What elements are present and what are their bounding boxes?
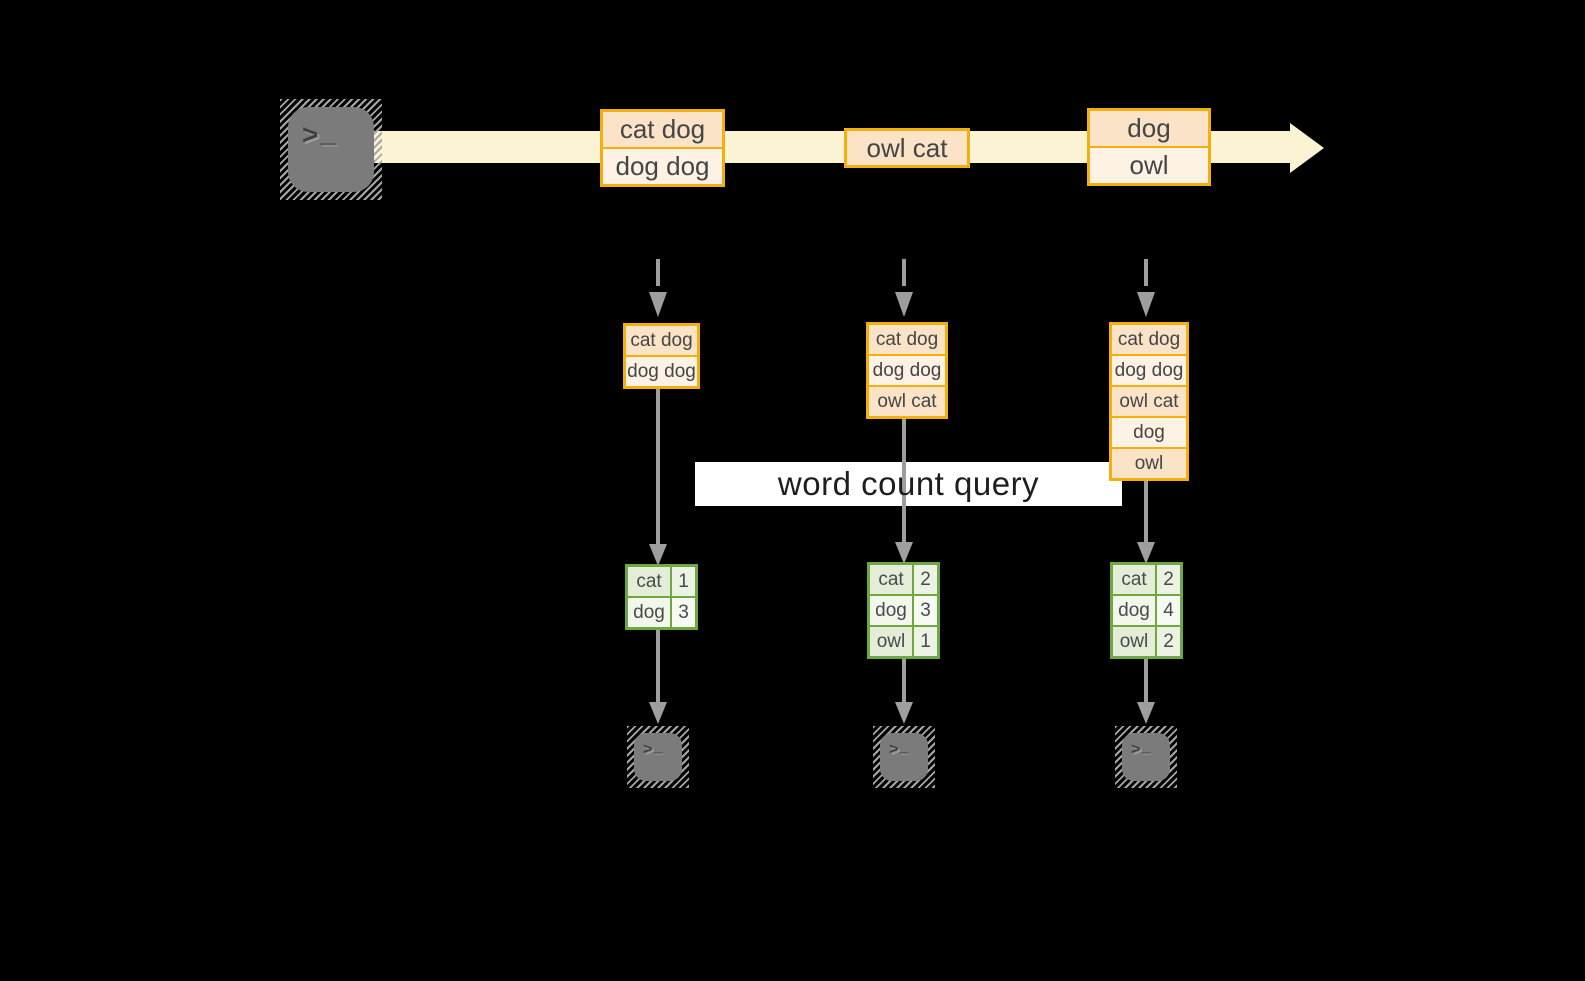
output-terminal-icon-1: >_ — [627, 726, 689, 788]
state-cell: dog dog — [1112, 356, 1186, 385]
word-cell: dog — [870, 596, 912, 625]
word-cell: dog — [1113, 596, 1155, 625]
query-label: word count query — [777, 465, 1040, 502]
count-cell: 4 — [1157, 596, 1180, 625]
state-buffer-stack-1: cat dog dog dog — [623, 323, 700, 389]
stream-record-cell: dog — [1090, 111, 1208, 146]
terminal-prompt-icon: >_ — [1131, 738, 1152, 758]
word-cell: dog — [628, 598, 670, 627]
word-cell: cat — [870, 565, 912, 594]
prompt-underscore: _ — [320, 116, 338, 147]
stream-record-box-1: cat dog dog dog — [600, 109, 725, 187]
terminal-screen: >_ — [288, 107, 374, 192]
word-count-table-1: cat 1 dog 3 — [625, 564, 698, 630]
word-count-table-2: cat 2 dog 3 owl 1 — [867, 562, 940, 659]
result-arrow-segment — [656, 630, 660, 702]
prompt-underscore: _ — [899, 738, 910, 755]
terminal-screen: >_ — [880, 733, 928, 781]
stream-record-cell: owl — [1090, 148, 1208, 183]
stream-record-cell: owl cat — [847, 131, 967, 165]
count-cell: 1 — [672, 567, 695, 596]
source-terminal-icon: >_ — [280, 99, 382, 200]
query-arrow-segment — [656, 389, 660, 544]
dashed-ingest-arrow-segment — [656, 259, 660, 286]
stream-record-cell: cat dog — [603, 112, 722, 147]
arrowhead-down-icon — [895, 702, 913, 724]
count-cell: 1 — [914, 627, 937, 656]
dashed-ingest-arrow-segment — [902, 259, 906, 286]
state-buffer-stack-3: cat dog dog dog owl cat dog owl — [1109, 322, 1189, 481]
stream-record-cell: dog dog — [603, 149, 722, 184]
prompt-underscore: _ — [653, 738, 664, 755]
result-arrow-segment — [1144, 659, 1148, 702]
arrowhead-down-icon — [1137, 702, 1155, 724]
state-cell: owl cat — [1112, 387, 1186, 416]
state-cell: owl — [1112, 449, 1186, 478]
arrowhead-down-icon — [649, 544, 667, 566]
terminal-prompt-icon: >_ — [643, 738, 664, 758]
word-cell: cat — [628, 567, 670, 596]
query-arrow-segment — [902, 419, 906, 542]
arrowhead-down-icon — [1137, 292, 1155, 317]
state-cell: dog dog — [869, 356, 945, 385]
prompt-chevron: > — [302, 119, 321, 150]
arrowhead-down-icon — [649, 702, 667, 724]
output-terminal-icon-3: >_ — [1115, 726, 1177, 788]
stream-arrowhead-icon — [1290, 123, 1324, 173]
state-cell: dog — [1112, 418, 1186, 447]
query-arrow-segment — [1144, 481, 1148, 542]
terminal-prompt-icon: >_ — [889, 738, 910, 758]
prompt-chevron: > — [643, 741, 654, 758]
count-cell: 3 — [914, 596, 937, 625]
count-cell: 2 — [1157, 565, 1180, 594]
stream-record-box-3: dog owl — [1087, 108, 1211, 186]
word-cell: owl — [1113, 627, 1155, 656]
result-arrow-segment — [902, 659, 906, 702]
terminal-prompt-icon: >_ — [302, 116, 338, 150]
arrowhead-down-icon — [895, 542, 913, 564]
prompt-chevron: > — [1131, 741, 1142, 758]
query-box — [695, 462, 1122, 506]
count-cell: 2 — [1157, 627, 1180, 656]
arrowhead-down-icon — [649, 292, 667, 317]
state-buffer-stack-2: cat dog dog dog owl cat — [866, 322, 948, 419]
state-cell: cat dog — [1112, 325, 1186, 354]
dashed-ingest-arrow-segment — [1144, 259, 1148, 286]
terminal-screen: >_ — [634, 733, 682, 781]
terminal-screen: >_ — [1122, 733, 1170, 781]
prompt-chevron: > — [889, 741, 900, 758]
prompt-underscore: _ — [1141, 738, 1152, 755]
state-cell: cat dog — [626, 326, 697, 355]
word-cell: owl — [870, 627, 912, 656]
word-count-table-3: cat 2 dog 4 owl 2 — [1110, 562, 1183, 659]
arrowhead-down-icon — [1137, 542, 1155, 564]
state-cell: owl cat — [869, 387, 945, 416]
word-cell: cat — [1113, 565, 1155, 594]
count-cell: 2 — [914, 565, 937, 594]
state-cell: cat dog — [869, 325, 945, 354]
count-cell: 3 — [672, 598, 695, 627]
state-cell: dog dog — [626, 357, 697, 386]
stream-record-box-2: owl cat — [844, 128, 970, 168]
output-terminal-icon-2: >_ — [873, 726, 935, 788]
arrowhead-down-icon — [895, 292, 913, 317]
